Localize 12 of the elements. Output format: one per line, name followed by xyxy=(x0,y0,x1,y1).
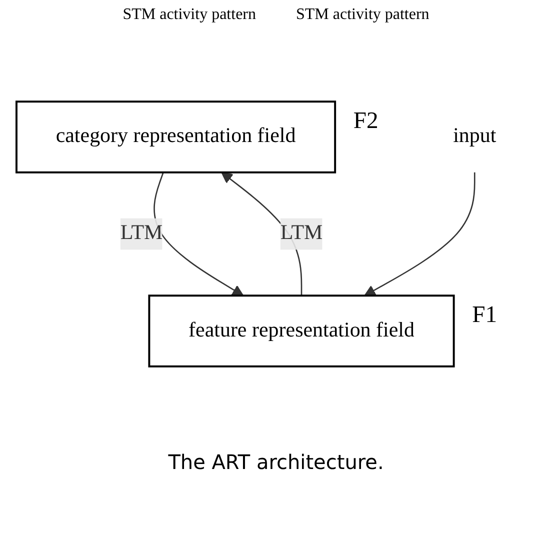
edge-label: LTM xyxy=(280,222,323,244)
annotation-text: STM activity pattern xyxy=(296,6,430,24)
field-label: F2 xyxy=(353,108,378,134)
node-box: feature representation field xyxy=(148,294,455,368)
edge-label: LTM xyxy=(120,222,163,244)
field-label: F1 xyxy=(472,302,498,328)
arrow xyxy=(364,172,476,296)
caption: The ART architecture. xyxy=(168,450,384,474)
annotation-text: STM activity pattern xyxy=(122,6,256,24)
arrow xyxy=(154,172,244,296)
node-box: category representation field xyxy=(16,100,336,174)
node-text: input xyxy=(453,125,496,148)
